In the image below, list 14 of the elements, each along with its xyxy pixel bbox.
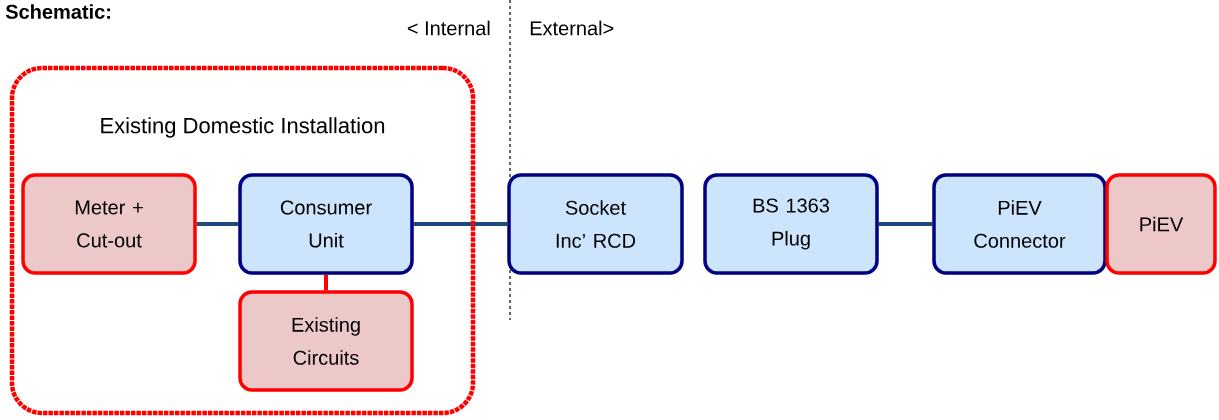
connector-line <box>196 222 239 226</box>
process-box: Socket Inc’ RCD <box>507 173 684 275</box>
connector-line <box>324 274 328 291</box>
connector-line <box>413 222 508 226</box>
title: Schematic: <box>5 4 110 19</box>
process-box: Consumer Unit <box>238 173 414 275</box>
region-label: External> <box>530 20 614 36</box>
process-box: Existing Circuits <box>238 290 414 392</box>
process-box: PiEV Connector <box>932 173 1107 275</box>
connector-line <box>878 222 933 226</box>
process-box: Meter + Cut-out <box>21 173 197 275</box>
region-label: < Internal <box>407 20 490 36</box>
process-box: PiEV <box>1105 173 1217 275</box>
process-box: BS 1363 Plug <box>703 173 879 275</box>
